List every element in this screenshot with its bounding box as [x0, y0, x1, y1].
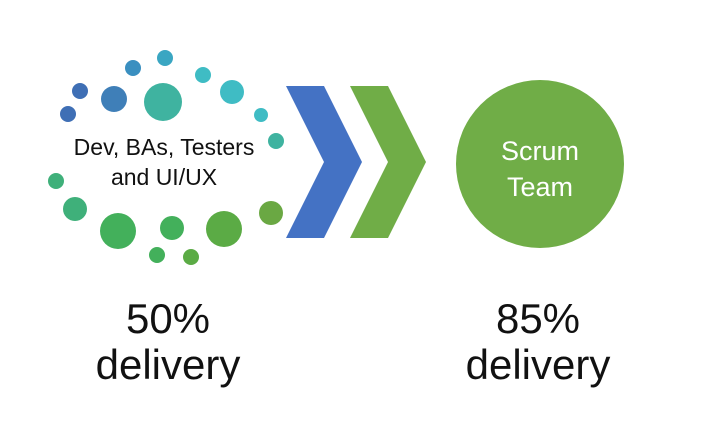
left-metric-label: delivery: [95, 341, 241, 388]
member-dot: [48, 173, 64, 189]
green-chevron-icon: [350, 86, 426, 238]
group-label-line-1: Dev, BAs, Testers: [73, 134, 255, 160]
group-label-line-2: and UI/UX: [110, 164, 218, 190]
member-dot: [183, 249, 199, 265]
member-dot: [144, 83, 182, 121]
blue-chevron-icon: [286, 86, 362, 238]
member-dot: [60, 106, 76, 122]
member-dot: [254, 108, 268, 122]
member-dot: [206, 211, 242, 247]
group-label: Dev, BAs, Testers and UI/UX: [58, 132, 270, 192]
team-label-line-1: Scrum: [500, 136, 579, 166]
team-members-dot-cluster: [48, 50, 284, 265]
scrum-team-circle: [456, 80, 624, 248]
member-dot: [100, 213, 136, 249]
member-dot: [149, 247, 165, 263]
member-dot: [195, 67, 211, 83]
scrum-team-label: Scrum Team: [455, 133, 625, 205]
member-dot: [63, 197, 87, 221]
member-dot: [101, 86, 127, 112]
left-metric-value: 50%: [125, 295, 211, 342]
right-metric-label: delivery: [465, 341, 611, 388]
member-dot: [160, 216, 184, 240]
right-delivery-metric: 85% delivery: [418, 296, 658, 388]
member-dot: [268, 133, 284, 149]
member-dot: [259, 201, 283, 225]
member-dot: [157, 50, 173, 66]
member-dot: [220, 80, 244, 104]
left-delivery-metric: 50% delivery: [48, 296, 288, 388]
team-label-line-2: Team: [506, 172, 574, 202]
member-dot: [125, 60, 141, 76]
right-metric-value: 85%: [495, 295, 581, 342]
member-dot: [72, 83, 88, 99]
